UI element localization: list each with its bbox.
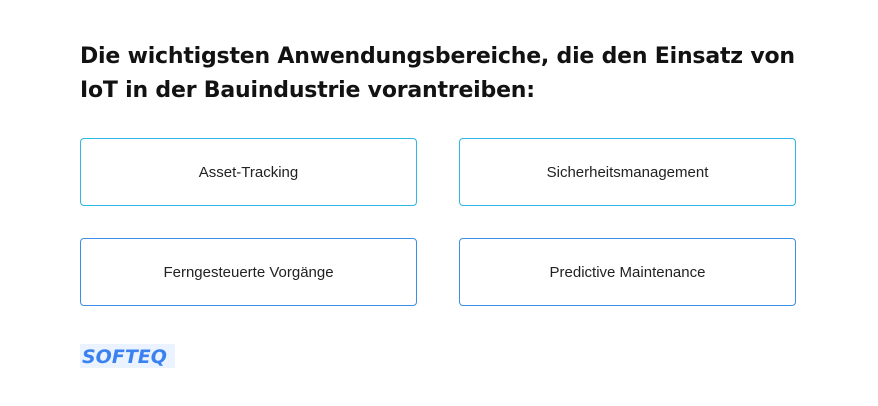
logo-wordmark: SOFTEQ (82, 346, 167, 368)
card-predictive-maintenance: Predictive Maintenance (459, 238, 796, 306)
card-label: Asset-Tracking (198, 163, 299, 181)
softeq-logo: SOFTEQ (80, 344, 175, 368)
card-label: Predictive Maintenance (549, 263, 706, 281)
card-sicherheitsmanagement: Sicherheitsmanagement (459, 138, 796, 206)
card-ferngesteuerte-vorgaenge: Ferngesteuerte Vorgänge (80, 238, 417, 306)
page-title: Die wichtigsten Anwendungsbereiche, die … (80, 44, 795, 103)
card-label: Sicherheitsmanagement (546, 163, 709, 181)
card-asset-tracking: Asset-Tracking (80, 138, 417, 206)
card-label: Ferngesteuerte Vorgänge (163, 263, 334, 281)
softeq-logo-mark: SOFTEQ (82, 346, 167, 368)
